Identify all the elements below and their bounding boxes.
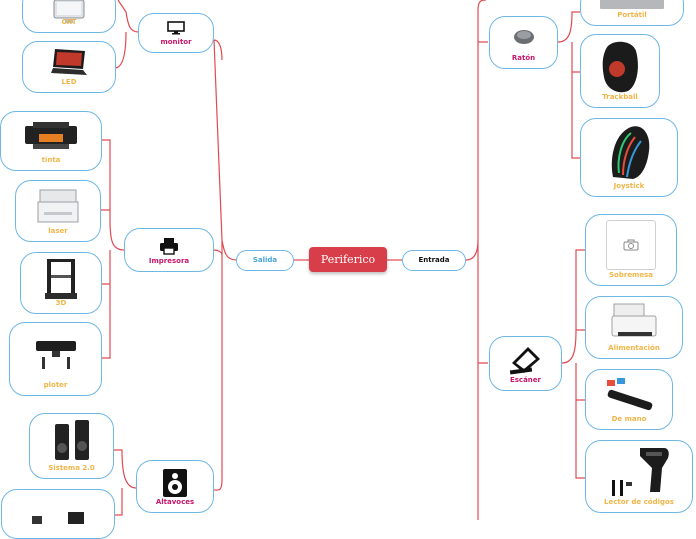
- node-altavoces[interactable]: Altavoces: [136, 460, 214, 513]
- branch-salida[interactable]: Salida: [236, 250, 294, 271]
- monitor-icon: [167, 21, 185, 35]
- trackball-image: [602, 41, 638, 93]
- node-raton-label: Ratón: [511, 54, 536, 62]
- node-escaner-label: Escáner: [509, 376, 541, 384]
- node-3d-label: 3D: [55, 299, 67, 307]
- node-led-label: LED: [61, 78, 77, 86]
- camera-icon: [623, 239, 639, 251]
- node-sistema-label: Sistema 2.0: [48, 464, 95, 472]
- node-tinta[interactable]: tinta: [0, 111, 102, 171]
- joystick-image: [611, 126, 650, 179]
- scanner-icon: [509, 347, 540, 375]
- node-joystick-label: Joystick: [613, 182, 645, 190]
- node-escaner[interactable]: Escáner: [489, 336, 562, 391]
- mouse-image: [513, 30, 534, 44]
- laser-printer-image: [37, 189, 79, 223]
- node-raton[interactable]: Ratón: [489, 16, 558, 69]
- speaker-icon: [163, 469, 187, 497]
- node-joystick[interactable]: Joystick: [580, 118, 678, 197]
- laptop-image: [600, 0, 664, 9]
- node-lector[interactable]: Lector de códigos: [585, 440, 693, 513]
- node-sobremesa-label: Sobremesa: [609, 271, 653, 279]
- feeder-scanner-image: [611, 303, 657, 337]
- node-monitor[interactable]: monitor: [138, 13, 214, 53]
- node-trackball[interactable]: Trackball: [580, 34, 660, 108]
- printer-icon: [160, 238, 178, 255]
- node-demano[interactable]: De mano: [585, 369, 673, 430]
- node-laser-label: laser: [48, 227, 68, 235]
- node-led[interactable]: LED: [22, 41, 116, 93]
- barcode-reader-image: [612, 448, 669, 496]
- node-3d[interactable]: 3D: [20, 252, 102, 314]
- led-laptop-image: [51, 49, 87, 75]
- node-altavoces-label: Altavoces: [155, 498, 195, 506]
- node-ploter-label: ploter: [43, 381, 68, 389]
- handheld-scanner-image: [607, 378, 653, 411]
- node-ploter[interactable]: ploter: [9, 322, 102, 396]
- node-sobremesa[interactable]: Sobremesa: [585, 214, 677, 286]
- node-impresora[interactable]: Impresora: [124, 228, 214, 272]
- node-crt-label: CRT: [61, 18, 77, 26]
- node-crt[interactable]: CRT: [22, 0, 116, 33]
- image-placeholder: [606, 220, 656, 270]
- node-laser[interactable]: laser: [15, 180, 101, 242]
- node-portatil[interactable]: Portátil: [580, 0, 684, 26]
- central-topic[interactable]: Periferico: [309, 247, 387, 272]
- speaker-extra-image: [32, 512, 84, 524]
- node-alimentacion-label: Alimentación: [608, 344, 660, 352]
- node-trackball-label: Trackball: [602, 93, 638, 101]
- node-lector-label: Lector de códigos: [604, 498, 674, 506]
- crt-monitor-image: [53, 0, 85, 23]
- node-sistema[interactable]: Sistema 2.0: [29, 413, 114, 479]
- branch-entrada[interactable]: Entrada: [402, 250, 466, 271]
- 3d-printer-image: [45, 259, 77, 299]
- node-impresora-label: Impresora: [148, 257, 190, 265]
- node-demano-label: De mano: [611, 415, 647, 423]
- inkjet-printer-image: [25, 122, 77, 149]
- plotter-image: [35, 341, 76, 369]
- node-speaker-extra[interactable]: [1, 489, 115, 539]
- connector-lines: [100, 0, 585, 520]
- node-monitor-label: monitor: [160, 38, 192, 46]
- node-alimentacion[interactable]: Alimentación: [585, 296, 683, 359]
- node-portatil-label: Portátil: [617, 11, 647, 19]
- speakers-image: [54, 420, 89, 460]
- node-tinta-label: tinta: [41, 156, 61, 164]
